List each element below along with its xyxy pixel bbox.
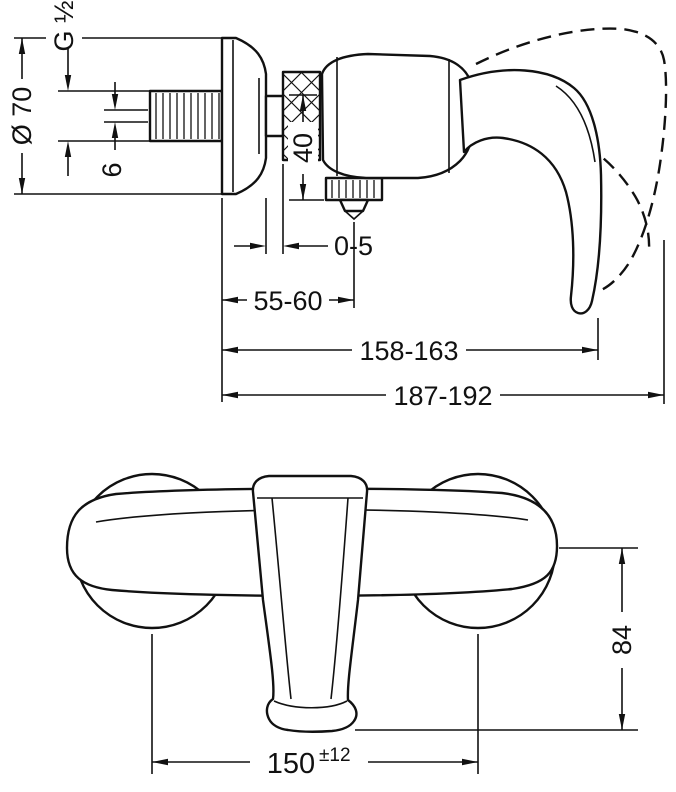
handle-ridge-left: [271, 497, 292, 700]
handle-dashed-outer: [475, 27, 668, 293]
center-tolerance-label: ±12: [319, 745, 351, 766]
dim-arrow: [299, 95, 307, 111]
dim-arrow: [250, 242, 266, 250]
escutcheon-diameter-label: Ø 70: [7, 87, 37, 146]
mixer-body-side: [320, 52, 476, 180]
dim-handle-drop: 84: [355, 547, 638, 731]
handle-side-dashed: [475, 27, 668, 293]
inlet-offset-label: 6: [97, 162, 127, 177]
label-mask: [247, 285, 329, 315]
label-mask: [250, 745, 368, 779]
side-view: Ø 70 G ½ 6: [7, 0, 668, 411]
dim-arrow: [64, 75, 72, 91]
center-distance-label: 150: [267, 748, 315, 780]
handle-ridge-line: [555, 85, 596, 163]
dim-arrow: [618, 548, 626, 564]
dim-arrow: [18, 38, 26, 54]
supply-pipe: [148, 89, 224, 143]
handle-front: [251, 474, 369, 733]
dim-escutcheon-diameter: Ø 70: [7, 37, 232, 195]
wall-to-handle-label: 158-163: [359, 336, 458, 366]
dim-arrow: [462, 758, 478, 766]
supply-pipe-thread-lines: [155, 93, 220, 139]
label-mask: [352, 335, 466, 365]
outlet-height-label: 40: [288, 133, 318, 163]
handle-front-outline: [251, 474, 369, 733]
label-mask: [386, 380, 500, 410]
outlet-nub: [338, 198, 370, 213]
dim-arrow: [222, 296, 238, 304]
dim-arrow: [648, 391, 664, 399]
handle-dashed-inner: [501, 124, 651, 252]
dim-overall-depth: 187-192: [222, 240, 665, 411]
dim-arrow: [582, 346, 598, 354]
pipe-neck: [264, 94, 285, 138]
label-mask: [7, 79, 37, 153]
dim-arrow: [222, 391, 238, 399]
handle-drop-label: 84: [607, 625, 637, 655]
outlet-thread-lines: [331, 180, 375, 198]
dim-arrow: [111, 122, 119, 138]
supply-pipe-body: [148, 89, 224, 143]
bottom-outlet: [324, 176, 384, 221]
dim-arrow: [152, 758, 168, 766]
dim-arrow: [222, 346, 238, 354]
wall-to-outlet-label: 55-60: [253, 286, 322, 316]
dim-arrow: [338, 296, 354, 304]
handle-outline: [458, 68, 603, 315]
dim-arrow: [299, 184, 307, 200]
dim-inlet-offset: 6: [97, 82, 148, 178]
thread-size-label: G ½: [49, 0, 79, 51]
dim-arrow: [111, 94, 119, 110]
dim-arrow: [64, 141, 72, 157]
dim-thread-size: G ½: [49, 0, 150, 176]
escutcheon-side: [220, 36, 268, 196]
outlet-tip: [344, 210, 364, 221]
mixer-body-outline: [320, 52, 476, 180]
front-view: 84 150 ±12: [65, 472, 638, 780]
dim-wall-to-outlet: 55-60: [221, 198, 355, 402]
overall-depth-label: 187-192: [393, 381, 492, 411]
dim-center-distance: 150 ±12: [151, 634, 479, 780]
dim-arrow: [18, 178, 26, 194]
handle-flare-line: [273, 700, 348, 709]
handle-ridge-right: [330, 497, 349, 700]
label-mask: [607, 612, 637, 668]
dim-arrow: [283, 242, 299, 250]
label-mask: [288, 122, 318, 174]
dim-outlet-height: 40: [288, 94, 324, 201]
dim-arrow: [618, 714, 626, 730]
dim-wall-to-handle: 158-163: [222, 318, 599, 366]
handle-side-solid: [458, 68, 603, 315]
